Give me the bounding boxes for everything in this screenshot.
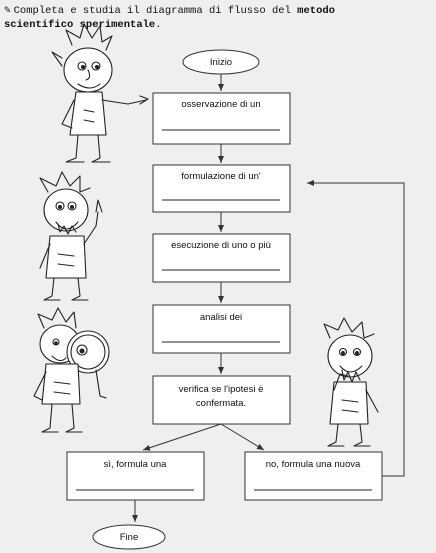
arrow-loop-back-to-hypothesis: [307, 180, 405, 477]
branch-no-box: [244, 451, 383, 501]
arrow-to-no-branch: [220, 423, 265, 451]
instructions-bold-method: metodo: [297, 5, 335, 17]
instructions-text: Completa e studia il diagramma di flusso…: [13, 5, 298, 17]
scientist-pointing-cartoon: [51, 23, 149, 163]
branch-yes-label: sì, formula una: [104, 459, 168, 470]
arrow-to-yes-branch: [142, 423, 222, 451]
end-node: [92, 524, 166, 550]
step-analysis-box: [152, 304, 291, 354]
scientist-magnifier-cartoon: [33, 307, 110, 433]
start-label: Inizio: [210, 57, 232, 68]
step-hypothesis-label: formulazione di un': [181, 171, 261, 182]
branch-no-label: no, formula una nuova: [266, 459, 361, 470]
step-experiment-box: [152, 233, 291, 283]
end-label: Fine: [120, 532, 138, 543]
pencil-icon: ✎: [4, 5, 11, 17]
step-verification-label-2: confermata.: [196, 398, 246, 409]
branch-yes-box: [66, 451, 205, 501]
step-analysis-label: analisi dei: [200, 312, 242, 323]
instructions: ✎Completa e studia il diagramma di fluss…: [4, 4, 432, 32]
scientist-thinking-cartoon: [39, 171, 103, 301]
instructions-period: .: [155, 19, 162, 31]
step-experiment-label: esecuzione di uno o più: [171, 240, 271, 251]
step-verification-label-1: verifica se l'ipotesi è: [179, 384, 264, 395]
step-verification-box: [152, 375, 291, 425]
step-observation-label: osservazione di un: [181, 99, 260, 110]
scientist-pondering-cartoon: [323, 317, 379, 447]
instructions-bold-scientific: scientifico sperimentale: [4, 19, 156, 31]
